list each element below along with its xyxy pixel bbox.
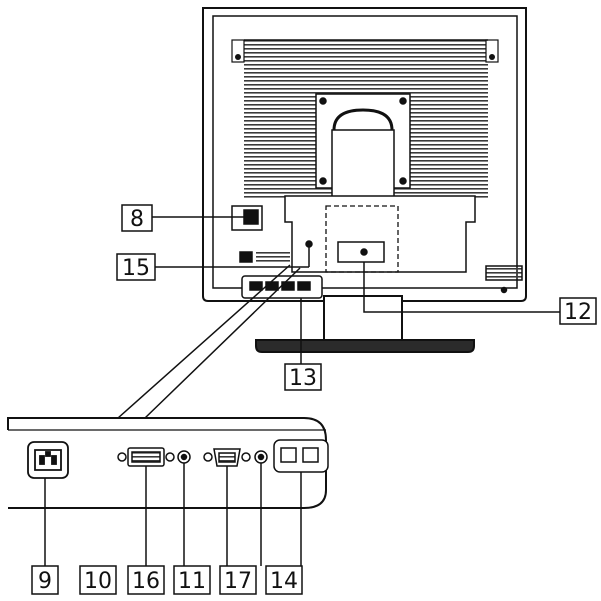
port-pair-icon (273, 439, 329, 473)
callout-10: 10 (79, 565, 117, 595)
callout-16: 16 (127, 565, 165, 595)
vga-connector-icon (203, 448, 251, 467)
callout-13: 13 (284, 363, 322, 391)
callout-label-13: 13 (289, 366, 317, 391)
connector-panel-inset (7, 417, 327, 509)
callout-label-15: 15 (122, 256, 150, 281)
callout-label-12: 12 (564, 300, 592, 325)
callout-9: 9 (31, 565, 59, 595)
leader-lines (44, 216, 560, 566)
audio-jack-icon (177, 450, 191, 464)
callout-14: 14 (265, 565, 303, 595)
callout-label-10: 10 (84, 569, 112, 594)
stand-lower-section (231, 195, 523, 299)
dvi-connector-icon (117, 447, 175, 467)
callout-17: 17 (219, 565, 257, 595)
stand-base (255, 295, 475, 353)
hidden-outline-dashed (325, 205, 399, 273)
callout-label-8: 8 (130, 207, 144, 232)
vesa-mount-plate (315, 93, 411, 201)
callout-15: 15 (116, 253, 156, 281)
zoom-lines (117, 264, 301, 419)
callout-11: 11 (173, 565, 211, 595)
callout-label-14: 14 (270, 569, 298, 594)
callout-label-9: 9 (38, 569, 52, 594)
callout-12: 12 (559, 297, 597, 325)
headphone-jack-icon (254, 450, 268, 464)
power-inlet-icon (27, 441, 69, 479)
callout-label-16: 16 (132, 569, 160, 594)
callout-label-11: 11 (178, 569, 206, 594)
callout-label-17: 17 (224, 569, 252, 594)
callout-8: 8 (121, 204, 153, 232)
